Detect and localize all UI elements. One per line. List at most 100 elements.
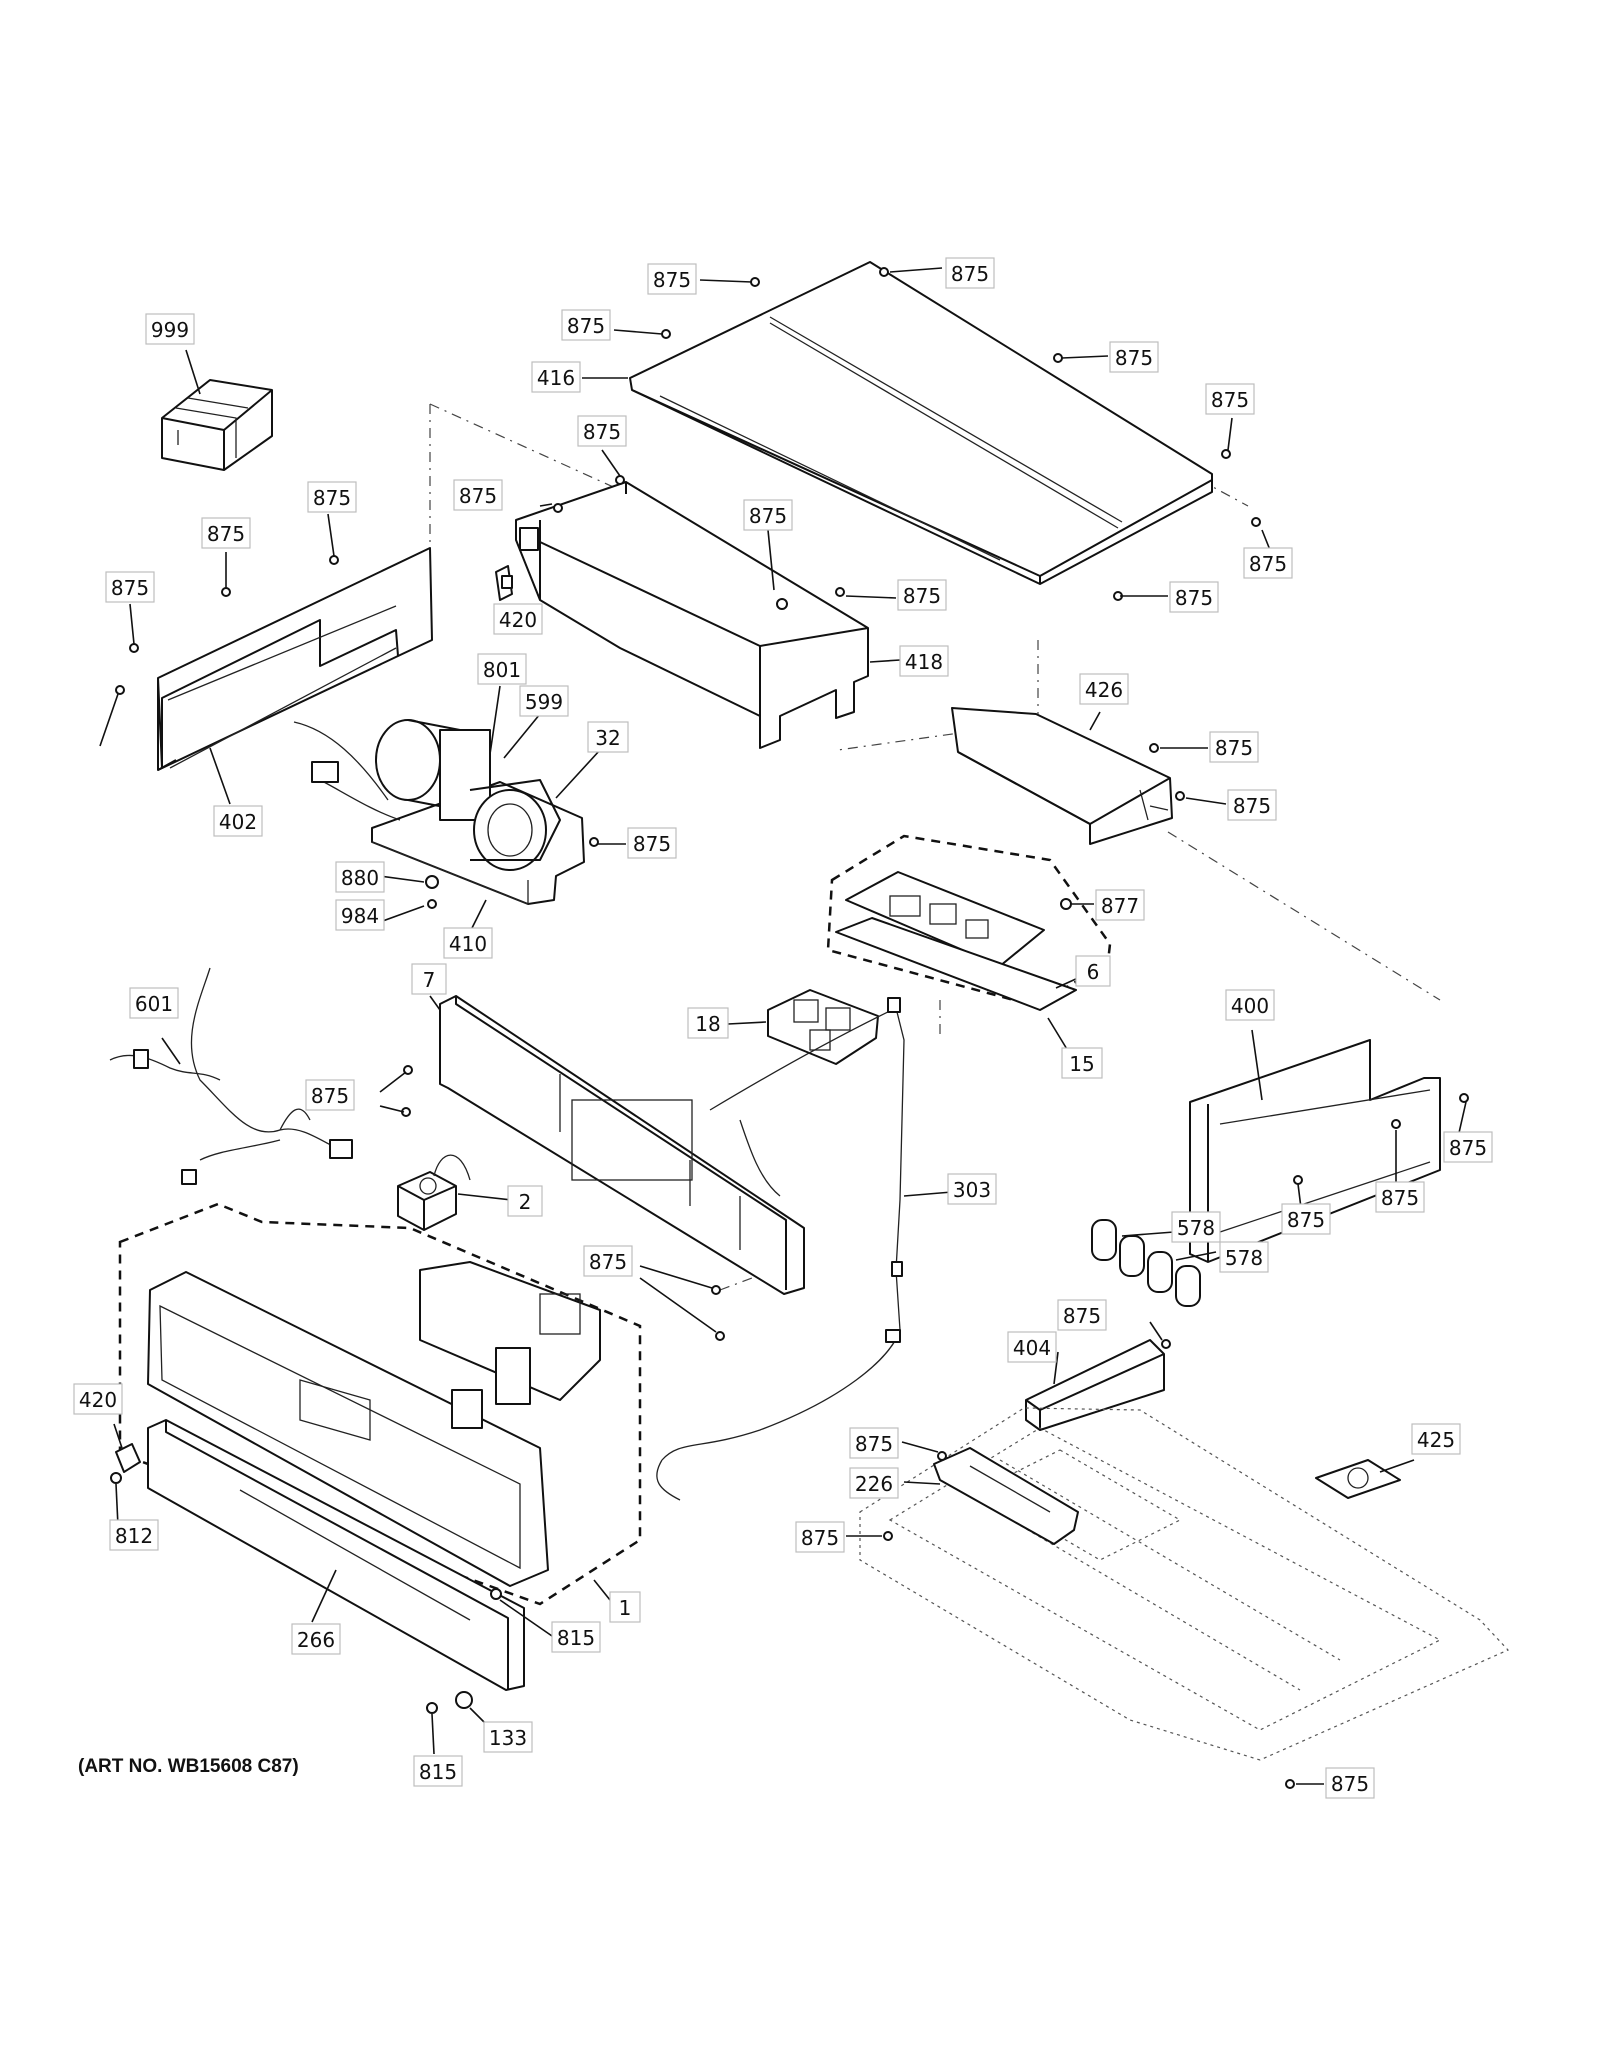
part-601-wire-harness (109, 967, 353, 1185)
callout-875: 875 (1057, 1299, 1107, 1331)
callout-416: 416 (531, 361, 581, 393)
callout-133: 133 (483, 1721, 533, 1753)
svg-text:875: 875 (653, 268, 691, 292)
callout-875: 875 (743, 499, 793, 531)
svg-text:578: 578 (1225, 1246, 1263, 1270)
callout-875: 875 (795, 1521, 845, 1553)
svg-text:875: 875 (903, 584, 941, 608)
part-999-box (161, 379, 273, 471)
callout-875: 875 (1205, 383, 1255, 415)
part-416-top-cover (629, 261, 1213, 585)
callout-875: 875 (201, 517, 251, 549)
callout-875: 875 (1281, 1203, 1331, 1235)
callout-15: 15 (1061, 1047, 1103, 1079)
callout-266: 266 (291, 1623, 341, 1655)
part-426-housing (951, 707, 1173, 845)
svg-text:875: 875 (207, 522, 245, 546)
svg-text:875: 875 (1233, 794, 1271, 818)
callout-812: 812 (109, 1519, 159, 1551)
callout-6: 6 (1075, 955, 1111, 987)
part-425-plate (1315, 1459, 1401, 1499)
part-32-blower-assembly (293, 719, 585, 905)
svg-text:133: 133 (489, 1726, 527, 1750)
svg-text:875: 875 (749, 504, 787, 528)
svg-text:880: 880 (341, 866, 379, 890)
callout-18: 18 (687, 1007, 729, 1039)
svg-text:875: 875 (583, 420, 621, 444)
svg-text:875: 875 (633, 832, 671, 856)
callout-999: 999 (145, 313, 195, 345)
svg-text:875: 875 (1249, 552, 1287, 576)
svg-text:404: 404 (1013, 1336, 1051, 1360)
part-420-bracket-bottom (110, 1443, 141, 1484)
callout-875: 875 (897, 579, 947, 611)
alignment-lines (429, 403, 1441, 1291)
part-420-bracket-top (495, 565, 513, 601)
callout-877: 877 (1095, 889, 1145, 921)
callout-815: 815 (551, 1621, 601, 1653)
callout-875: 875 (647, 263, 697, 295)
svg-text:18: 18 (695, 1012, 720, 1036)
callout-410: 410 (443, 927, 493, 959)
svg-text:801: 801 (483, 658, 521, 682)
part-2-small-fan (397, 1154, 471, 1231)
svg-text:410: 410 (449, 932, 487, 956)
callout-578: 578 (1219, 1241, 1269, 1273)
callout-418: 418 (899, 645, 949, 677)
svg-text:815: 815 (557, 1626, 595, 1650)
svg-text:875: 875 (801, 1526, 839, 1550)
callout-875: 875 (577, 415, 627, 447)
callout-875: 875 (307, 481, 357, 513)
callout-875: 875 (1209, 731, 1259, 763)
callout-875: 875 (945, 257, 995, 289)
callout-875: 875 (627, 827, 677, 859)
svg-text:815: 815 (419, 1760, 457, 1784)
callout-426: 426 (1079, 673, 1129, 705)
leader-lines (99, 267, 1467, 1785)
svg-text:420: 420 (499, 608, 537, 632)
callout-420: 420 (73, 1383, 123, 1415)
svg-text:599: 599 (525, 690, 563, 714)
callout-875: 875 (1443, 1131, 1493, 1163)
svg-text:875: 875 (951, 262, 989, 286)
callout-420: 420 (493, 603, 543, 635)
callout-875: 875 (1375, 1181, 1425, 1213)
part-266-lower-trim (147, 1419, 525, 1691)
callout-32: 32 (587, 721, 629, 753)
callout-875: 875 (1243, 547, 1293, 579)
svg-text:875: 875 (589, 1250, 627, 1274)
svg-text:875: 875 (1381, 1186, 1419, 1210)
svg-text:999: 999 (151, 318, 189, 342)
svg-text:416: 416 (537, 366, 575, 390)
part-133-knob (426, 1588, 502, 1714)
callout-labels: 875 875 875 416 875 875 999 875 875 875 … (73, 257, 1493, 1799)
part-303-cable (656, 997, 905, 1501)
part-18-board (767, 989, 879, 1065)
part-418-inner-cover (515, 481, 869, 749)
callout-1: 1 (609, 1591, 641, 1623)
callout-875: 875 (105, 571, 155, 603)
svg-text:400: 400 (1231, 994, 1269, 1018)
svg-text:303: 303 (953, 1178, 991, 1202)
screws-880-984 (425, 875, 439, 909)
callout-2: 2 (507, 1185, 543, 1217)
svg-text:425: 425 (1417, 1428, 1455, 1452)
callout-400: 400 (1225, 989, 1275, 1021)
svg-text:226: 226 (855, 1472, 893, 1496)
svg-text:426: 426 (1085, 678, 1123, 702)
callout-875: 875 (583, 1245, 633, 1277)
callout-875: 875 (1169, 581, 1219, 613)
svg-text:266: 266 (297, 1628, 335, 1652)
svg-text:875: 875 (1063, 1304, 1101, 1328)
callout-601: 601 (129, 987, 179, 1019)
svg-text:875: 875 (111, 576, 149, 600)
svg-text:1: 1 (619, 1596, 632, 1620)
svg-text:418: 418 (905, 650, 943, 674)
part-7-control-panel-frame (439, 995, 805, 1295)
callout-7: 7 (411, 963, 447, 995)
part-6-control-board (826, 834, 1112, 1011)
svg-text:32: 32 (595, 726, 620, 750)
part-578-capacitors (1091, 1219, 1201, 1307)
part-404-bracket (1025, 1339, 1165, 1431)
